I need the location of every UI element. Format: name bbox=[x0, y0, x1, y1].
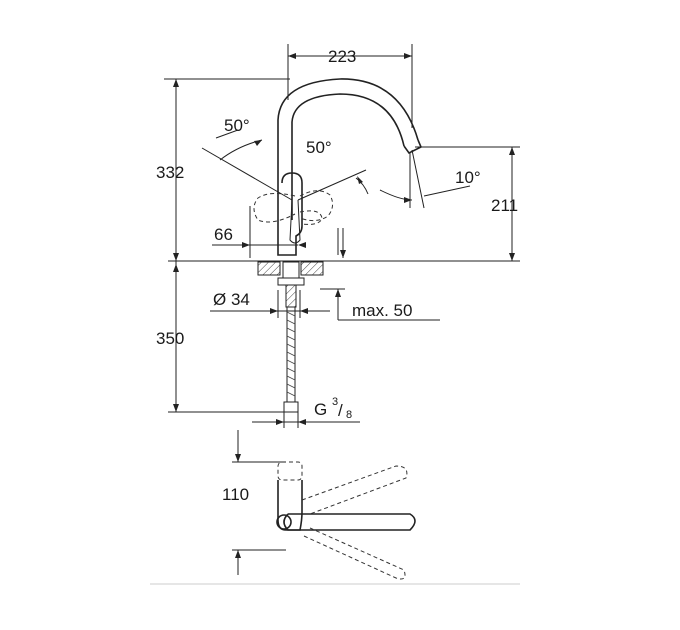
spout-outer bbox=[277, 78, 419, 195]
dim-50-right: 50° bbox=[306, 138, 332, 157]
dim-max-50: max. 50 bbox=[352, 301, 412, 320]
dim-thread-denominator: 8 bbox=[346, 409, 352, 421]
plan-lever bbox=[283, 513, 416, 531]
dim-350: 350 bbox=[156, 329, 184, 348]
spout-inner bbox=[291, 93, 405, 195]
dimension-lines bbox=[164, 44, 520, 428]
mount-hatch-left bbox=[257, 261, 281, 276]
lever bbox=[289, 199, 301, 244]
dim-10: 10° bbox=[455, 168, 481, 187]
faucet-top-view bbox=[232, 430, 416, 580]
plan-body bbox=[277, 480, 303, 531]
lever-ghost-right bbox=[299, 190, 334, 222]
mount-hatch-right bbox=[300, 261, 324, 276]
lever-ghost-left bbox=[253, 192, 296, 223]
plan-lever-ghost-up bbox=[301, 465, 408, 515]
thread-stud bbox=[285, 284, 297, 308]
dim-50-left: 50° bbox=[224, 116, 250, 135]
dim-thread-slash: / bbox=[338, 401, 343, 420]
faucet-side-view bbox=[168, 78, 520, 413]
shank bbox=[282, 261, 300, 279]
dim-110: 110 bbox=[222, 485, 249, 504]
dim-66: 66 bbox=[214, 225, 233, 244]
dim-211: 211 bbox=[491, 196, 518, 215]
supply-hose bbox=[283, 307, 299, 413]
faucet-column bbox=[277, 195, 297, 256]
dim-223: 223 bbox=[328, 47, 356, 66]
spout-tip bbox=[403, 139, 423, 155]
plan-lever-ghost-down bbox=[303, 527, 406, 580]
dim-332: 332 bbox=[156, 163, 184, 182]
dim-thread-g: G bbox=[314, 400, 327, 419]
dim-thread-numerator: 3 bbox=[332, 396, 338, 408]
dim-diameter-34: Ø 34 bbox=[213, 290, 250, 309]
nut bbox=[277, 277, 305, 286]
